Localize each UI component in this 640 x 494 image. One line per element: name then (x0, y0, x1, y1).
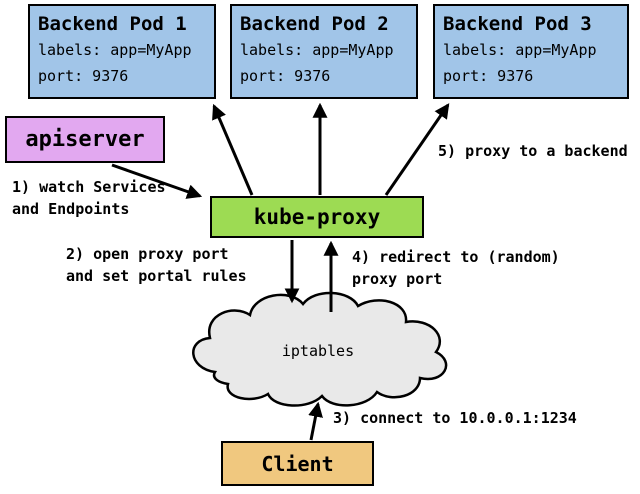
client-box: Client (221, 441, 374, 486)
backend-pod-2-title: Backend Pod 2 (240, 13, 389, 35)
backend-pod-3-port: port: 9376 (443, 67, 534, 85)
step-4-label: 4) redirect to (random) proxy port (352, 248, 560, 288)
apiserver-box: apiserver (5, 116, 165, 163)
arrow-client-to-iptables (308, 401, 323, 441)
backend-pod-1-labels: labels: app=MyApp (38, 41, 192, 59)
apiserver-label: apiserver (25, 127, 145, 152)
backend-pod-1-title: Backend Pod 1 (38, 13, 187, 35)
kube-proxy-box: kube-proxy (210, 196, 424, 238)
backend-pod-1-port: port: 9376 (38, 67, 129, 85)
iptables-cloud-shape (192, 291, 448, 407)
arrow-apiserver-to-kube-proxy (111, 163, 203, 199)
arrow-kube-proxy-to-pod-3 (384, 103, 450, 196)
step-5-label: 5) proxy to a backend (438, 142, 628, 160)
client-label: Client (261, 451, 334, 476)
kube-proxy-label: kube-proxy (253, 205, 381, 229)
backend-pod-2: Backend Pod 2 labels: app=MyApp port: 93… (230, 4, 418, 99)
backend-pod-2-port: port: 9376 (240, 67, 331, 85)
iptables-label: iptables (281, 342, 355, 360)
step-2-label: 2) open proxy port and set portal rules (66, 245, 247, 285)
backend-pod-3-title: Backend Pod 3 (443, 13, 592, 35)
step-3-label: 3) connect to 10.0.0.1:1234 (333, 409, 577, 427)
backend-pod-3-labels: labels: app=MyApp (443, 41, 597, 59)
arrow-kube-proxy-to-pod-1 (212, 103, 254, 196)
backend-pod-2-labels: labels: app=MyApp (240, 41, 394, 59)
backend-pod-1: Backend Pod 1 labels: app=MyApp port: 93… (28, 4, 216, 99)
backend-pod-3: Backend Pod 3 labels: app=MyApp port: 93… (433, 4, 629, 99)
step-1-label: 1) watch Services and Endpoints (12, 178, 166, 218)
